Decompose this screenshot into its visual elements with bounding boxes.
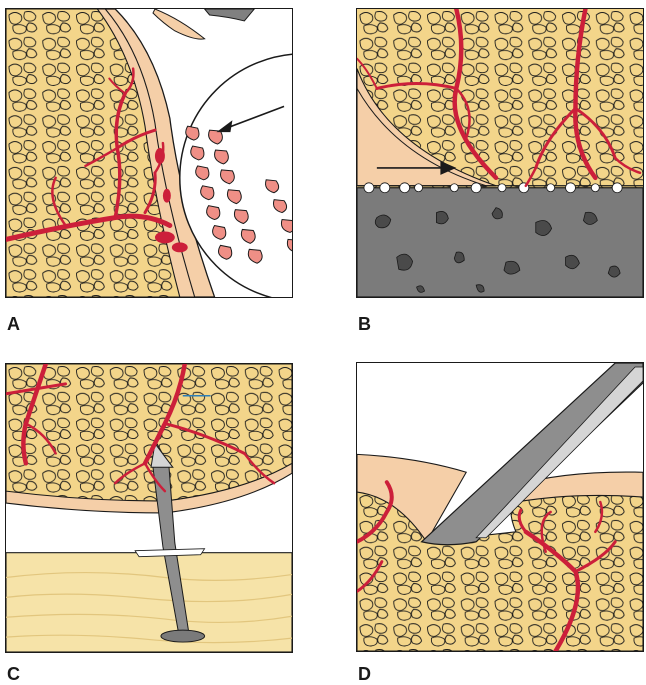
concrete-surface-icon	[357, 183, 643, 297]
panel-b-illustration	[357, 9, 643, 297]
panel-label-d: D	[358, 664, 371, 685]
panel-label-a: A	[7, 314, 20, 335]
wood-board	[6, 553, 292, 652]
panel-c	[5, 363, 293, 653]
panel-d-illustration	[357, 363, 643, 651]
panel-label-b: B	[358, 314, 371, 335]
panel-c-illustration	[6, 364, 292, 652]
panel-d	[356, 362, 644, 652]
panel-a	[5, 8, 293, 298]
panel-a-illustration	[6, 9, 292, 297]
panel-label-c: C	[7, 664, 20, 685]
panel-b	[356, 8, 644, 298]
